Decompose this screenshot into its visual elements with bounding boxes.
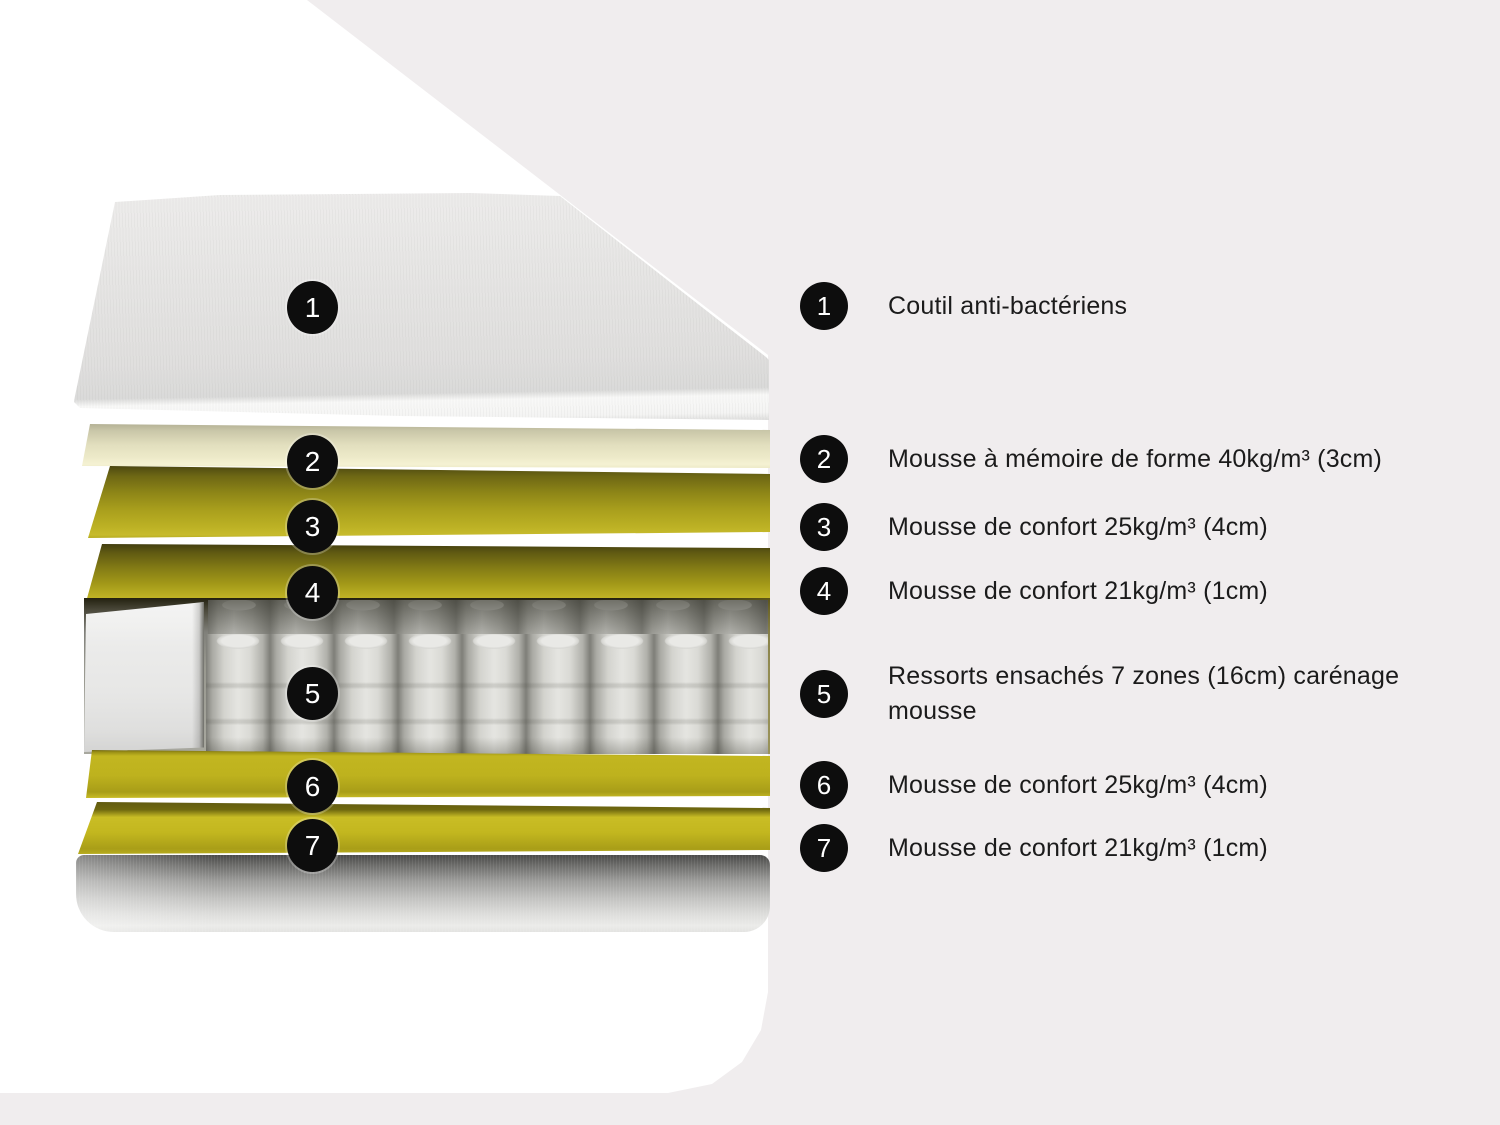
diagram-marker-2: 2 bbox=[287, 435, 338, 488]
diagram-marker-7: 7 bbox=[287, 819, 338, 872]
legend-item-6: 6 Mousse de confort 25kg/m³ (4cm) bbox=[800, 761, 1268, 809]
legend-label-2: Mousse à mémoire de forme 40kg/m³ (3cm) bbox=[888, 444, 1383, 473]
legend-label-7: Mousse de confort 21kg/m³ (1cm) bbox=[888, 833, 1268, 862]
layer-comfort-foam-25 bbox=[88, 466, 770, 538]
diagram-marker-3: 3 bbox=[287, 500, 338, 553]
legend-label-4: Mousse de confort 21kg/m³ (1cm) bbox=[888, 576, 1268, 605]
foam-encasement-rail bbox=[84, 602, 204, 752]
legend-item-7: 7 Mousse de confort 21kg/m³ (1cm) bbox=[800, 824, 1268, 872]
diagram-marker-4: 4 bbox=[287, 566, 338, 619]
layer-bottom-cover bbox=[76, 855, 770, 932]
layer-comfort-foam-21-lower bbox=[78, 802, 770, 854]
layer-comfort-foam-25-lower bbox=[86, 750, 770, 798]
layer-memory-foam bbox=[82, 424, 770, 468]
legend-number-7: 7 bbox=[800, 824, 848, 872]
legend-label-1: Coutil anti-bactériens bbox=[888, 291, 1128, 320]
diagram-marker-1: 1 bbox=[287, 281, 338, 334]
legend-item-2: 2 Mousse à mémoire de forme 40kg/m³ (3cm… bbox=[800, 435, 1382, 483]
legend-number-4: 4 bbox=[800, 567, 848, 615]
legend-item-3: 3 Mousse de confort 25kg/m³ (4cm) bbox=[800, 503, 1268, 551]
diagram-marker-6: 6 bbox=[287, 760, 338, 813]
legend-item-1: 1 Coutil anti-bactériens bbox=[800, 282, 1127, 330]
legend-number-3: 3 bbox=[800, 503, 848, 551]
legend-label-5: Ressorts ensachés 7 zones (16cm) carénag… bbox=[888, 662, 1400, 725]
legend-number-2: 2 bbox=[800, 435, 848, 483]
legend-number-1: 1 bbox=[800, 282, 848, 330]
layer-top-cover bbox=[74, 193, 769, 420]
legend-label-3: Mousse de confort 25kg/m³ (4cm) bbox=[888, 512, 1268, 541]
legend-item-4: 4 Mousse de confort 21kg/m³ (1cm) bbox=[800, 567, 1268, 615]
legend-number-5: 5 bbox=[800, 670, 848, 718]
legend-item-5: 5 Ressorts ensachés 7 zones (16cm) carén… bbox=[800, 659, 1448, 729]
layer-comfort-foam-21 bbox=[86, 544, 770, 602]
legend-number-6: 6 bbox=[800, 761, 848, 809]
diagram-marker-5: 5 bbox=[287, 667, 338, 720]
legend-label-6: Mousse de confort 25kg/m³ (4cm) bbox=[888, 770, 1268, 799]
